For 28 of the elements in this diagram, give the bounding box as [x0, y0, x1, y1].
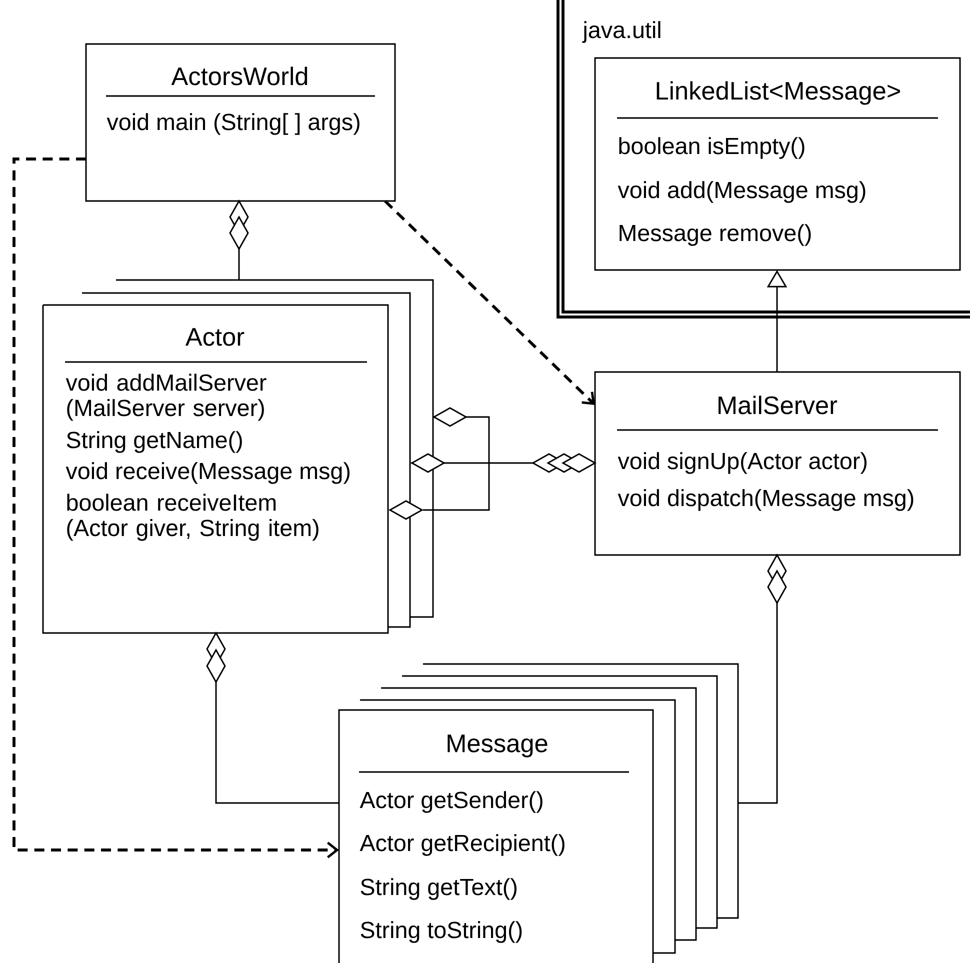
method-text: void add(Message msg)	[618, 181, 866, 203]
class-name: Message	[448, 734, 548, 758]
method-text: Actor getRecipient()	[360, 834, 564, 856]
class-name: MailServer	[718, 396, 838, 414]
package-name: java.util	[582, 21, 660, 43]
class-box	[85, 43, 396, 202]
method-text: void main (String[ ] args)	[106, 113, 360, 135]
class-box	[594, 57, 961, 271]
method-text: void addMailServer (MailServer server)	[66, 374, 266, 421]
package-frame	[556, 0, 970, 318]
method-text: boolean isEmpty()	[619, 137, 804, 159]
method-text: Message remove()	[620, 224, 811, 246]
dependency-arrow	[384, 200, 595, 405]
class-box	[338, 663, 739, 963]
method-text: String toString()	[360, 921, 522, 943]
method-text: String getName()	[66, 431, 242, 453]
method-text: Actor getSender()	[360, 791, 542, 813]
method-text: String getText()	[360, 878, 516, 900]
method-text: boolean receiveItem (Actor giver, String item)	[67, 494, 318, 541]
method-text: void dispatch(Message msg)	[618, 489, 914, 511]
class-box	[594, 371, 961, 556]
class-name: Actor	[185, 328, 244, 346]
class-box	[42, 279, 434, 634]
class-name: ActorsWorld	[171, 66, 308, 86]
class-name: LinkedList<Message>	[656, 81, 900, 105]
method-text: void signUp(Actor actor)	[618, 452, 867, 474]
method-text: void receive(Message msg)	[66, 462, 350, 484]
dependency-arrow	[12, 158, 339, 858]
